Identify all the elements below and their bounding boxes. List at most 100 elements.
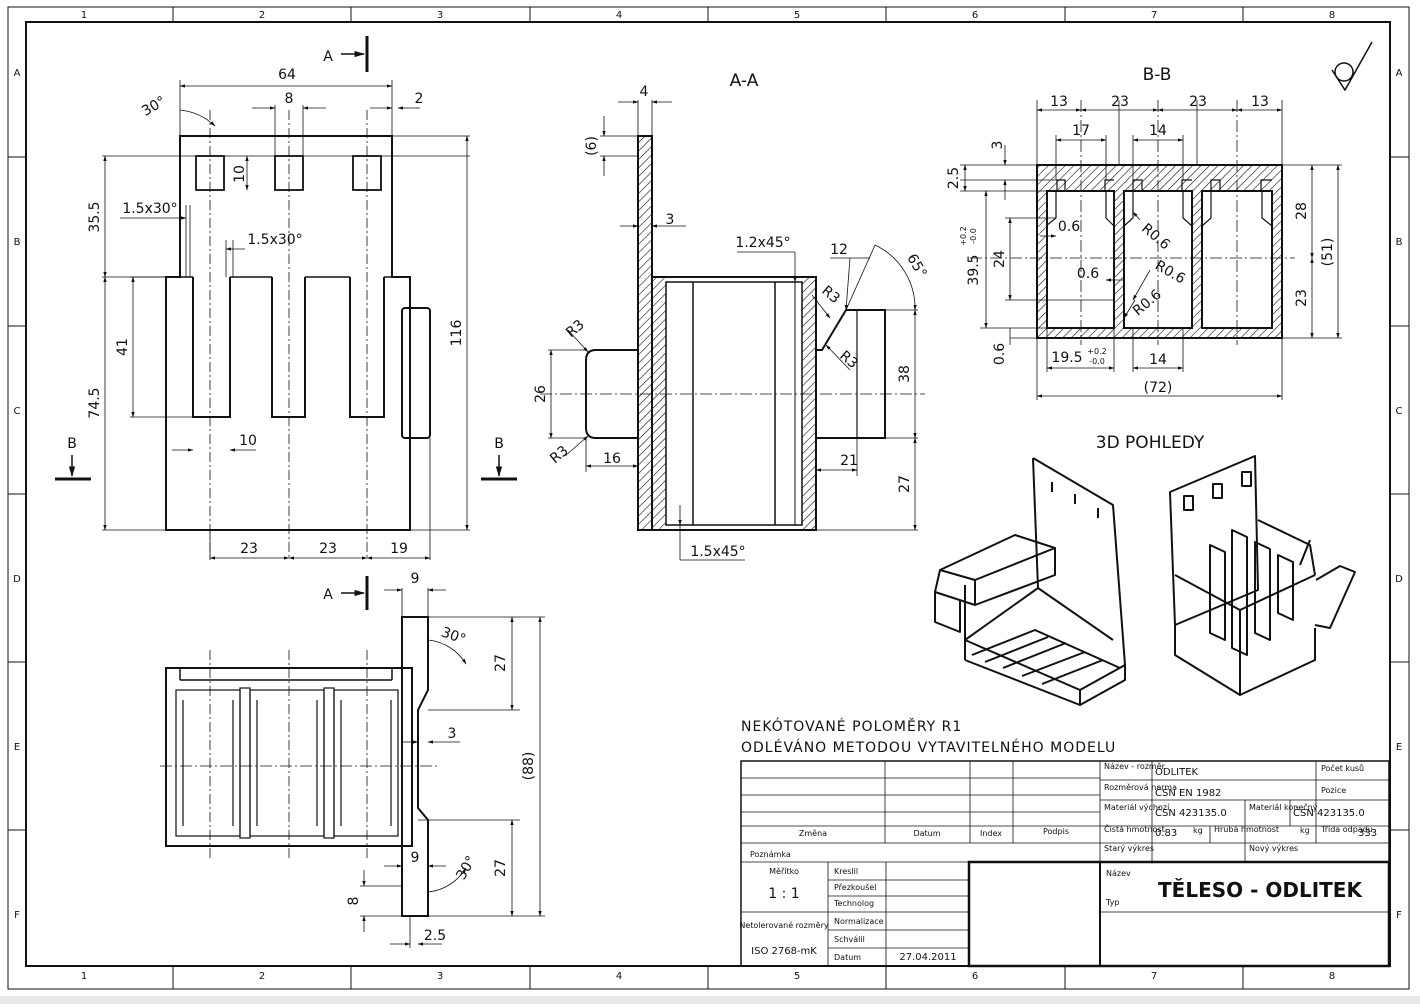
title-block-grid bbox=[740, 760, 1391, 968]
dim-text: 9 bbox=[411, 850, 420, 866]
dim-text: R3 bbox=[563, 317, 588, 341]
row-letters-left: A B C D E F bbox=[13, 68, 21, 921]
dim-text: (6) bbox=[584, 136, 600, 156]
front-view-dim-texts: 64 8 2 30° 10 35.5 1.5x30° 1.5x30° 41 74… bbox=[67, 49, 504, 557]
dim-text: 10 bbox=[239, 433, 257, 449]
dim-text: 14 bbox=[1149, 123, 1167, 139]
dim-text: 23 bbox=[1189, 94, 1207, 110]
field-label: Technolog bbox=[833, 899, 874, 908]
dim-text: 21 bbox=[840, 453, 858, 469]
dim-text: 1.5x45° bbox=[690, 544, 745, 560]
section-mark-label: B bbox=[67, 436, 77, 452]
row-letter: F bbox=[1396, 910, 1402, 921]
field-label: Počet kusů bbox=[1321, 763, 1364, 773]
dim-text: 30° bbox=[439, 624, 468, 648]
dim-text: 0.6 bbox=[992, 343, 1008, 365]
col-number: 8 bbox=[1329, 971, 1335, 982]
field-value: 333 bbox=[1358, 828, 1377, 839]
dim-text: 27 bbox=[897, 475, 913, 493]
dim-text: 23 bbox=[319, 541, 337, 557]
section-aa-view bbox=[540, 100, 925, 561]
field-label: Třída odpadu bbox=[1320, 825, 1373, 834]
dim-text: 1.5x30° bbox=[122, 201, 177, 217]
field-label: Název - rozměr bbox=[1104, 762, 1166, 771]
dim-text: 74.5 bbox=[87, 387, 103, 418]
col-number: 5 bbox=[794, 971, 800, 982]
column-numbers-bottom: 1 2 3 4 5 6 7 8 bbox=[81, 971, 1335, 982]
field-label: Kreslil bbox=[834, 867, 858, 876]
section-aa-dim-texts: 4 (6) 3 1.2x45° 12 65° R3 R3 R3 R3 26 16… bbox=[533, 84, 930, 560]
dim-text: 0.6 bbox=[1077, 266, 1099, 282]
dim-text: 17 bbox=[1072, 123, 1090, 139]
col-number: 2 bbox=[259, 971, 265, 982]
field-unit: kg bbox=[1300, 826, 1310, 835]
dim-text: 23 bbox=[1294, 289, 1310, 307]
sheet-frame bbox=[7, 6, 1410, 990]
dim-text: 4 bbox=[640, 84, 649, 100]
part-title: TĚLESO - ODLITEK bbox=[1158, 878, 1363, 902]
dim-text: 3 bbox=[448, 726, 457, 742]
dim-text: 1.2x45° bbox=[735, 235, 790, 251]
dim-text: 26 bbox=[533, 385, 549, 403]
dim-text: 19.5 bbox=[1051, 350, 1082, 366]
dim-tolerance: -0.0 bbox=[969, 228, 978, 244]
field-label: Podpis bbox=[1043, 827, 1069, 836]
field-label: Datum bbox=[834, 953, 861, 962]
field-label: Poznámka bbox=[750, 850, 791, 859]
dim-text: (88) bbox=[521, 752, 537, 781]
iso-view-right bbox=[1169, 455, 1356, 696]
dim-text: 64 bbox=[278, 67, 296, 83]
dim-text: 30° bbox=[139, 93, 169, 119]
iso-views-title: 3D POHLEDY bbox=[1096, 433, 1205, 453]
field-value: ISO 2768-mK bbox=[751, 946, 817, 957]
dim-text: 1.5x30° bbox=[247, 232, 302, 248]
dim-text: 16 bbox=[603, 451, 621, 467]
dim-text: 10 bbox=[232, 165, 248, 183]
field-value: 1 : 1 bbox=[768, 886, 799, 902]
dim-text: 23 bbox=[240, 541, 258, 557]
dim-text: 23 bbox=[1111, 94, 1129, 110]
dim-text: 8 bbox=[285, 91, 294, 107]
field-label: Hrubá hmotnost bbox=[1214, 825, 1279, 834]
col-number: 3 bbox=[437, 971, 443, 982]
row-letters-right: A B C D E F bbox=[1395, 68, 1403, 921]
row-letter: F bbox=[14, 910, 20, 921]
field-label: Schválil bbox=[834, 935, 865, 944]
row-letter: D bbox=[13, 574, 21, 585]
col-number: 5 bbox=[794, 10, 800, 21]
row-letter: C bbox=[1396, 406, 1403, 417]
row-letter: B bbox=[14, 237, 21, 248]
dim-text: R3 bbox=[818, 283, 843, 307]
dim-text: 2.5 bbox=[946, 167, 962, 189]
dim-text: 27 bbox=[493, 859, 509, 877]
dim-text: R0.6 bbox=[1152, 258, 1188, 288]
note-line: NEKÓTOVANÉ POLOMĚRY R1 bbox=[741, 717, 962, 735]
dim-text: 13 bbox=[1251, 94, 1269, 110]
dim-tolerance: +0.2 bbox=[959, 226, 968, 245]
dim-text: 41 bbox=[115, 338, 131, 356]
dim-text: 3 bbox=[666, 212, 675, 228]
dim-tolerance: +0.2 bbox=[1087, 347, 1106, 356]
field-value: 0.83 bbox=[1155, 828, 1177, 839]
section-aa-title: A-A bbox=[730, 71, 759, 91]
section-bb-view bbox=[960, 100, 1342, 400]
col-number: 3 bbox=[437, 10, 443, 21]
field-label: Měřítko bbox=[769, 867, 799, 876]
col-number: 4 bbox=[616, 971, 622, 982]
field-value: ČSN 423135.0 bbox=[1155, 806, 1227, 819]
dim-text: 2.5 bbox=[424, 928, 446, 944]
dim-text: R0.6 bbox=[1130, 286, 1165, 319]
field-label: Čistá hmotnost bbox=[1104, 823, 1165, 834]
col-number: 4 bbox=[616, 10, 622, 21]
field-label: Materiál konečný bbox=[1249, 802, 1318, 812]
dim-text: 12 bbox=[830, 242, 848, 258]
dim-text: 28 bbox=[1294, 202, 1310, 220]
col-number: 8 bbox=[1329, 10, 1335, 21]
field-label: Netolerované rozměry bbox=[739, 920, 828, 930]
dim-text: 3 bbox=[990, 141, 1006, 150]
top-view bbox=[160, 576, 545, 948]
dim-text: 24 bbox=[992, 250, 1008, 268]
dim-text: 14 bbox=[1149, 352, 1167, 368]
